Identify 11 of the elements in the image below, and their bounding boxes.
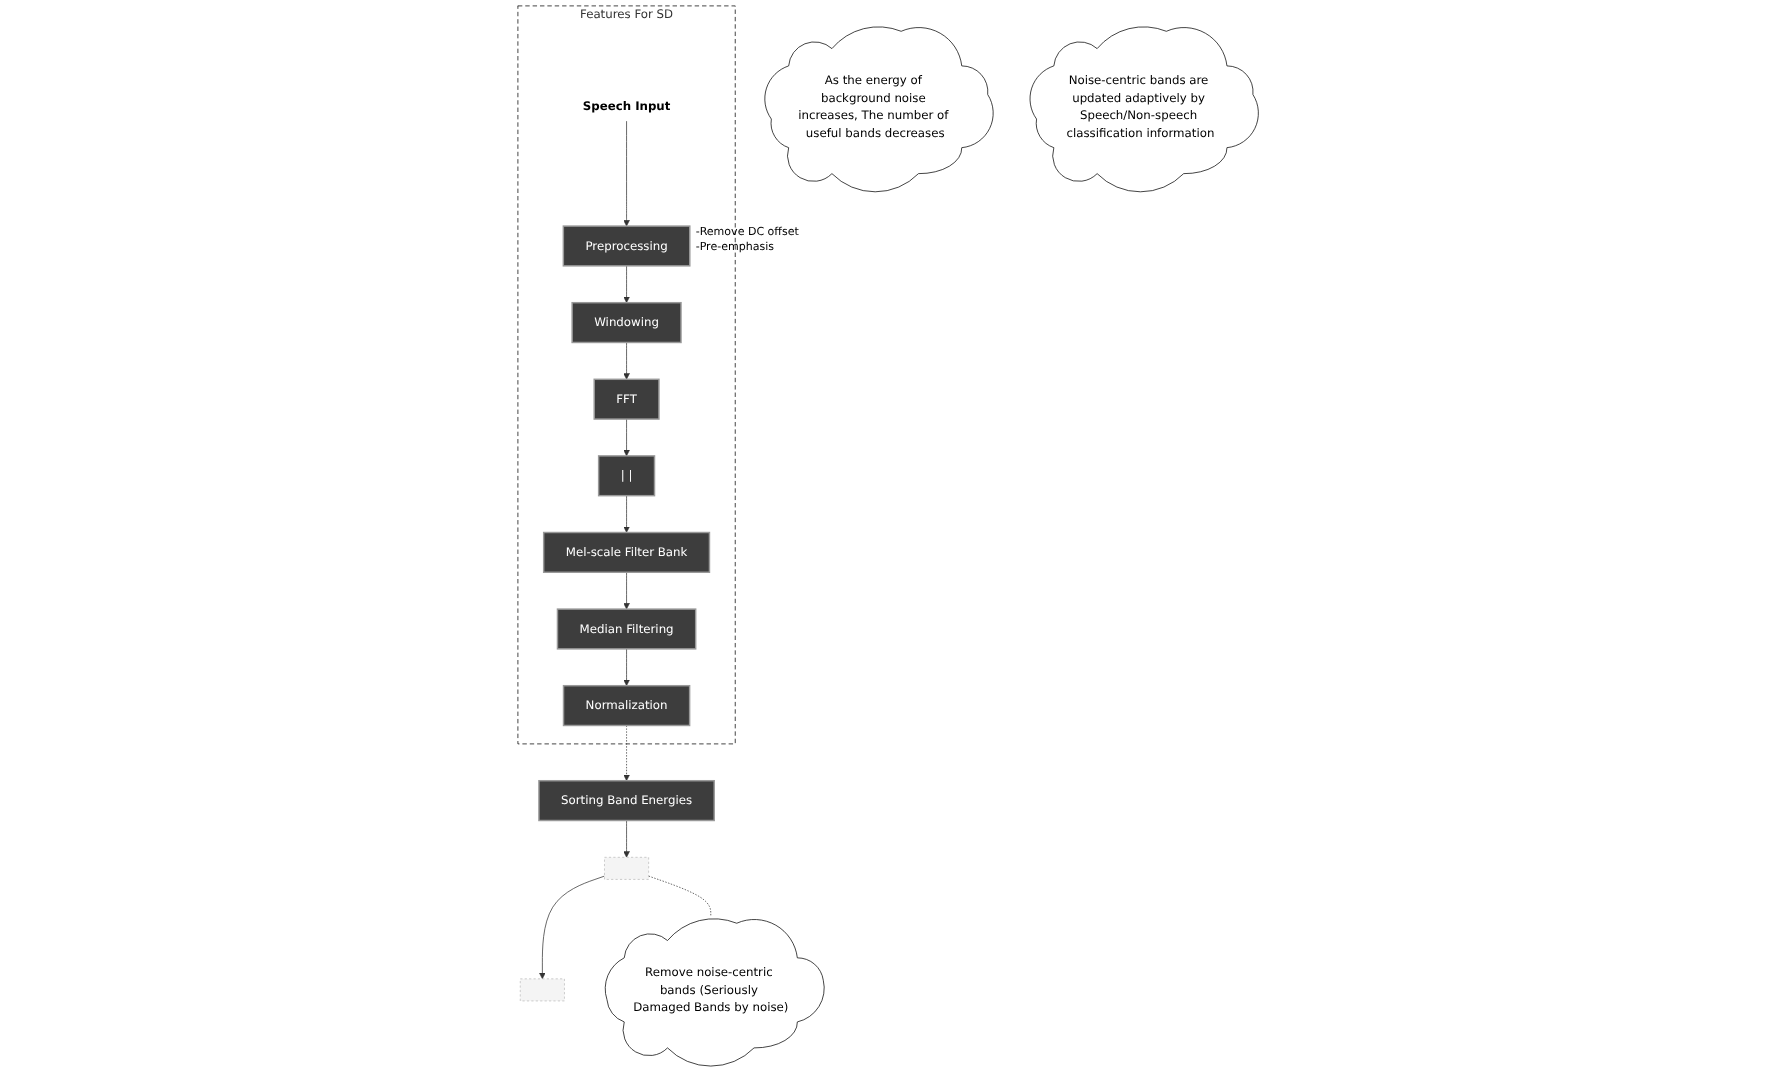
node-box bbox=[593, 378, 660, 420]
node-box bbox=[571, 301, 682, 344]
node-box bbox=[556, 608, 697, 650]
node-box bbox=[562, 684, 691, 727]
node-box bbox=[538, 780, 715, 822]
connector bbox=[648, 875, 711, 917]
node-box bbox=[519, 978, 565, 1002]
node-box bbox=[542, 531, 711, 573]
node-box bbox=[603, 856, 649, 880]
node-box bbox=[597, 455, 656, 497]
node-box bbox=[562, 225, 691, 267]
